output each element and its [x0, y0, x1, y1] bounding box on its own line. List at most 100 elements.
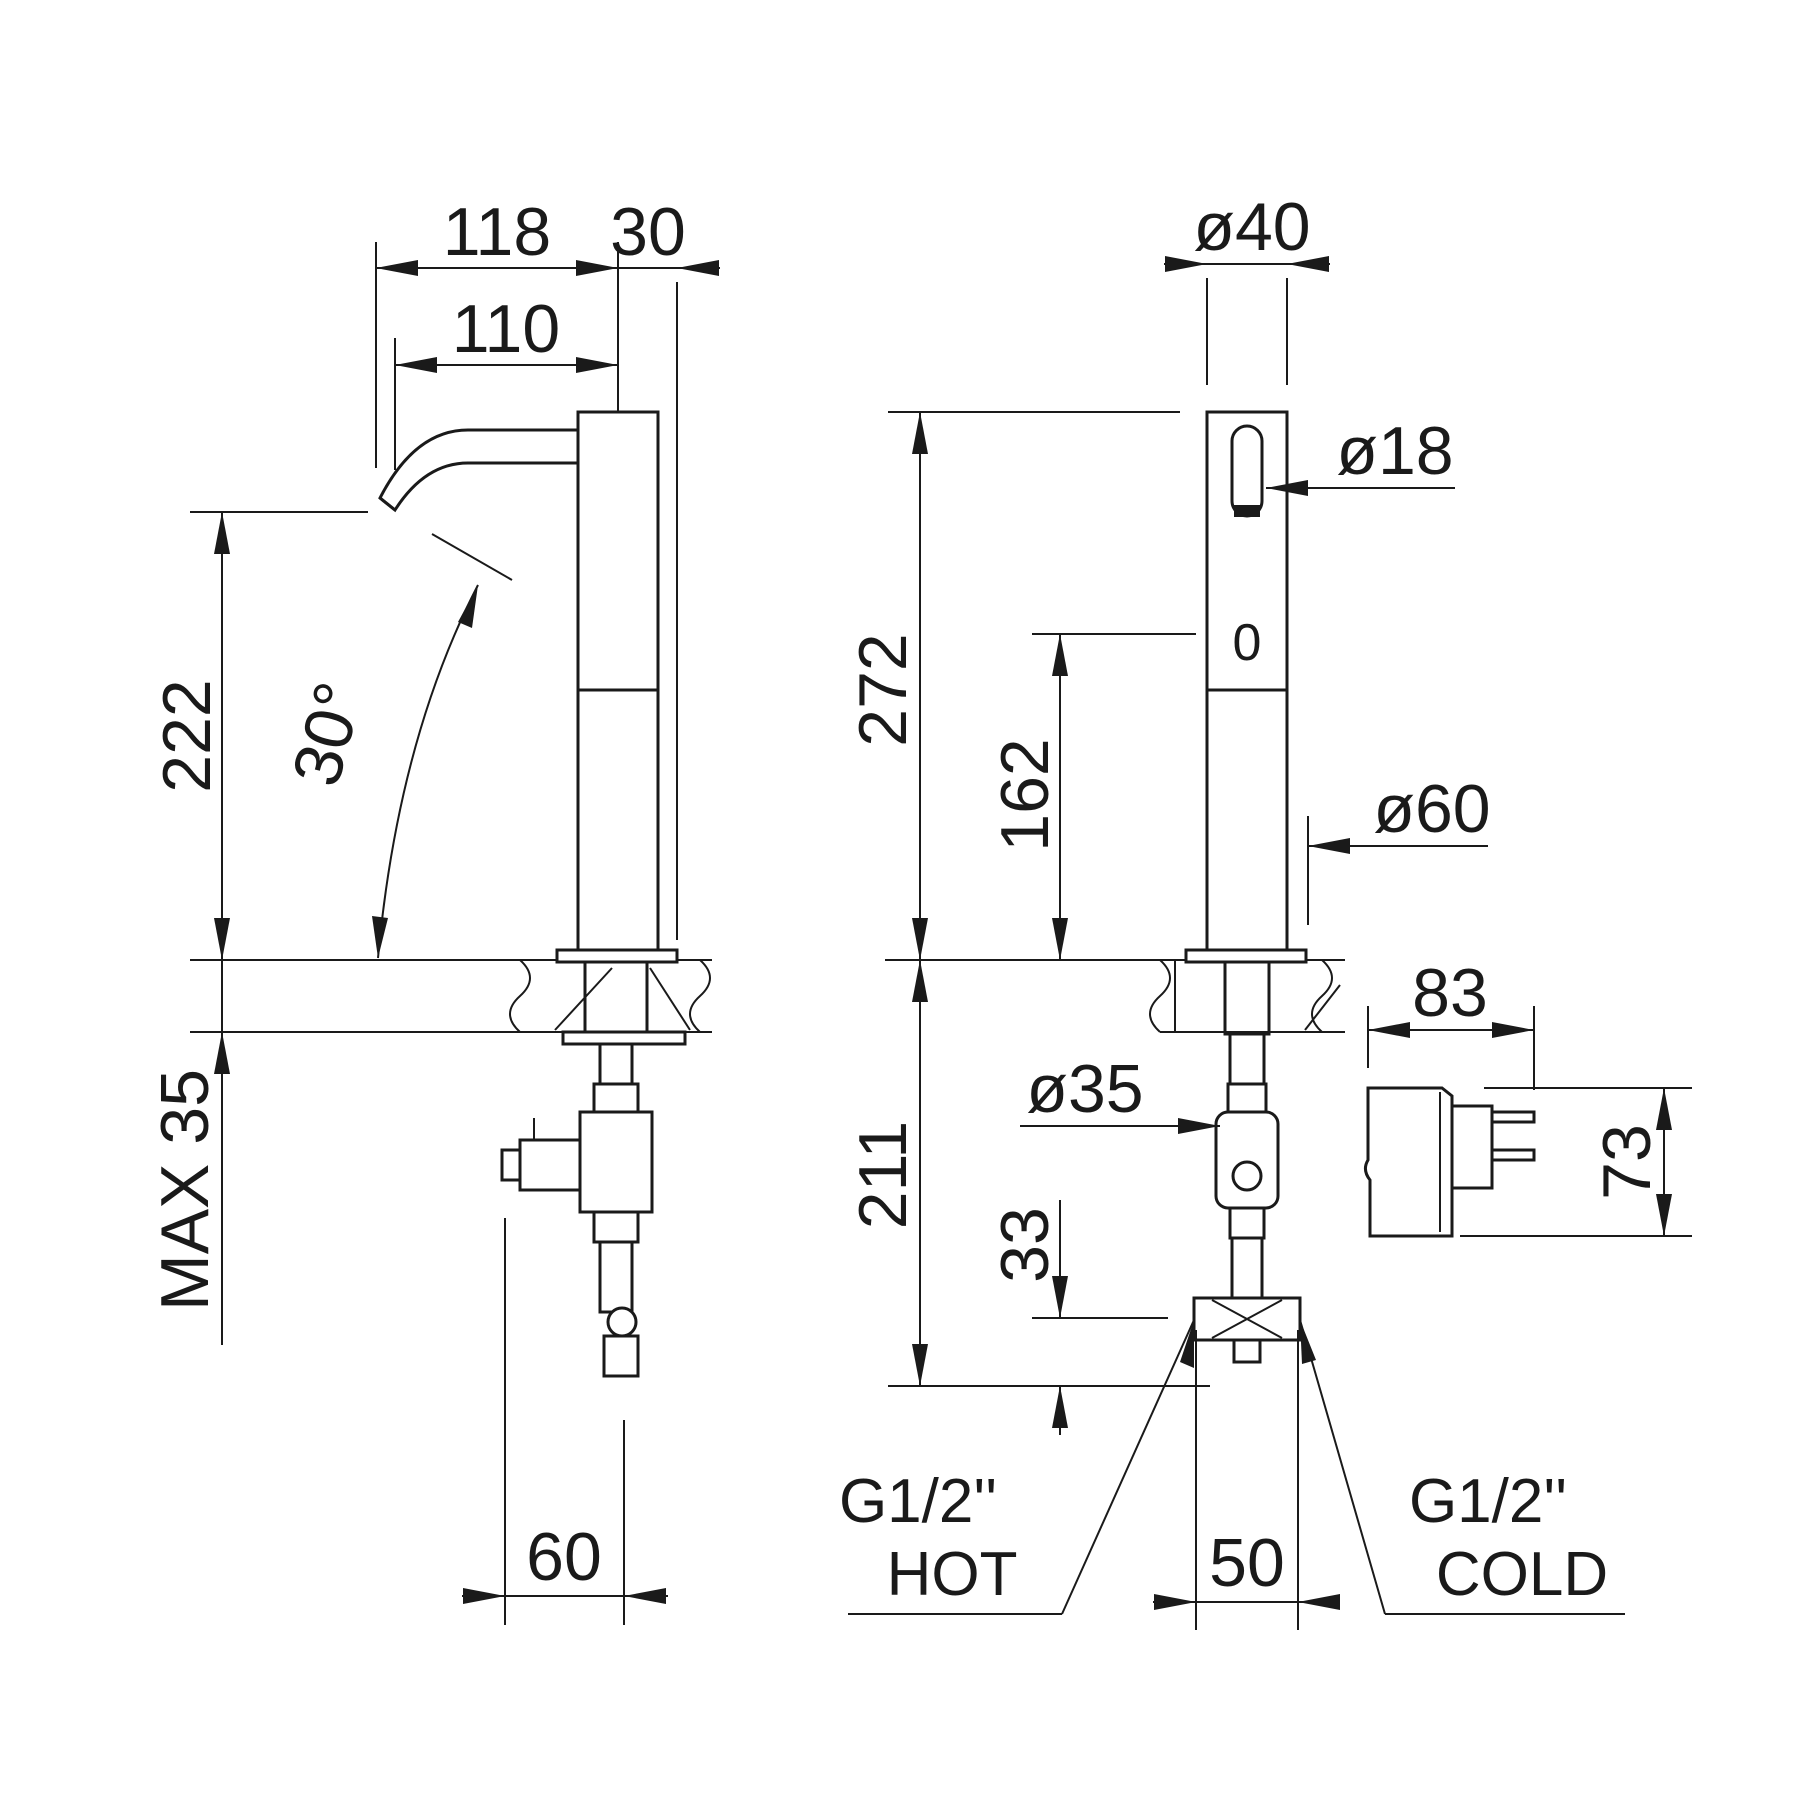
- leader-line: [1299, 1319, 1386, 1615]
- base-flange: [555, 948, 679, 964]
- arrow-head: [912, 960, 928, 1002]
- tee-cross: [1211, 1299, 1283, 1339]
- sensor-mark: 0: [1233, 614, 1262, 672]
- solenoid-coil: [518, 1138, 582, 1192]
- arrow-head: [1308, 838, 1350, 854]
- angle-ref-line: [431, 533, 513, 581]
- deck-break-right: [1311, 959, 1333, 1033]
- dim-30: 30: [610, 194, 686, 270]
- backnut: [561, 1030, 687, 1046]
- arrow-head: [1052, 918, 1068, 960]
- shank: [583, 960, 649, 1036]
- spout-tip: [379, 496, 396, 512]
- front-view: 0 ø40 ø18 272 162: [839, 189, 1625, 1630]
- deck-break-left: [509, 959, 531, 1033]
- dim-50: 50: [1209, 1525, 1285, 1601]
- power-adapter: 83 73: [1363, 955, 1692, 1238]
- spout-outlet-dark: [1234, 505, 1260, 517]
- pipe-upper: [1228, 1032, 1266, 1086]
- solenoid-valve: [578, 1110, 654, 1214]
- arrow-head: [458, 585, 478, 628]
- dim-dia-40: ø40: [1193, 189, 1310, 265]
- arrow-head: [912, 918, 928, 960]
- arrow-head: [214, 512, 230, 554]
- dim-max-35: MAX 35: [147, 1069, 223, 1311]
- dim-dia-35: ø35: [1026, 1051, 1143, 1127]
- plug-base: [1450, 1104, 1494, 1190]
- hot-label: HOT: [887, 1540, 1018, 1609]
- shank: [1223, 960, 1271, 1036]
- arrow-head: [1154, 1594, 1196, 1610]
- side-view: 118 30 110 222 30° MAX 35 60: [147, 194, 720, 1625]
- dim-110: 110: [452, 291, 560, 367]
- arrow-head: [376, 260, 418, 276]
- pipe-lower: [598, 1240, 634, 1314]
- arrow-head: [1656, 1088, 1672, 1130]
- arrow-head: [677, 260, 719, 276]
- arrow-head: [912, 1344, 928, 1386]
- arrow-head: [1052, 634, 1068, 676]
- arrow-head: [1287, 256, 1329, 272]
- arrow-head: [624, 1588, 666, 1604]
- base-flange: [1184, 948, 1308, 964]
- arrow-head: [912, 412, 928, 454]
- dim-118: 118: [443, 194, 551, 270]
- spout-outlet: [1230, 424, 1264, 518]
- pipe-upper: [598, 1042, 634, 1086]
- pipe-lower: [1230, 1236, 1264, 1300]
- arrow-head: [1656, 1194, 1672, 1236]
- arrow-head: [1492, 1022, 1534, 1038]
- dim-dia-60: ø60: [1373, 771, 1490, 847]
- arrow-head: [576, 357, 618, 373]
- hex-nut-2: [1228, 1206, 1266, 1240]
- arrow-head: [214, 918, 230, 960]
- arrow-head: [1052, 1386, 1068, 1428]
- hex-nut-1: [1226, 1082, 1268, 1114]
- arrow-head: [1052, 1276, 1068, 1318]
- dim-73: 73: [1589, 1124, 1665, 1200]
- arrow-head: [1368, 1022, 1410, 1038]
- hex-nut-1: [592, 1082, 640, 1114]
- spout: [378, 428, 578, 513]
- arrow-head: [1180, 1320, 1194, 1368]
- dim-211: 211: [845, 1121, 921, 1229]
- cold-label: COLD: [1436, 1540, 1608, 1609]
- cold-thread: G1/2'': [1409, 1467, 1567, 1536]
- hex-nut-2: [592, 1210, 640, 1244]
- deck-hatch: [649, 967, 691, 1031]
- solenoid-knob: [1231, 1160, 1263, 1192]
- stop-valve: [606, 1306, 638, 1338]
- solenoid-valve: [1214, 1110, 1280, 1210]
- arrow-head: [372, 916, 388, 958]
- dim-83: 83: [1412, 955, 1488, 1031]
- dim-dia-18: ø18: [1336, 413, 1453, 489]
- dim-162: 162: [987, 738, 1063, 851]
- tap-body: [576, 410, 660, 956]
- arrow-head: [1298, 1594, 1340, 1610]
- arrow-head: [1300, 1320, 1316, 1364]
- leader-line: [1061, 1319, 1195, 1615]
- arrow-head: [395, 357, 437, 373]
- arrow-head: [1178, 1118, 1220, 1134]
- deck-break-right: [689, 959, 711, 1033]
- hot-thread: G1/2'': [839, 1467, 997, 1536]
- arrow-head: [463, 1588, 505, 1604]
- inlet-connector: [602, 1334, 640, 1378]
- deck-break-left: [1149, 959, 1171, 1033]
- angle-30: 30°: [278, 675, 378, 794]
- dim-33: 33: [987, 1207, 1063, 1283]
- plug-pin: [1490, 1148, 1536, 1162]
- arrow-head: [1165, 256, 1207, 272]
- angle-arc: [377, 584, 479, 959]
- dim-60: 60: [526, 1519, 602, 1595]
- outlet-connector: [1232, 1338, 1262, 1364]
- arrow-head: [576, 260, 618, 276]
- plug-pin: [1490, 1110, 1536, 1124]
- dim-272: 272: [845, 633, 921, 746]
- arrow-head: [1266, 480, 1308, 496]
- tap-body: [1205, 410, 1289, 956]
- dim-222: 222: [149, 679, 225, 792]
- deck-hatch: [1304, 984, 1341, 1031]
- solenoid-cap: [500, 1148, 522, 1182]
